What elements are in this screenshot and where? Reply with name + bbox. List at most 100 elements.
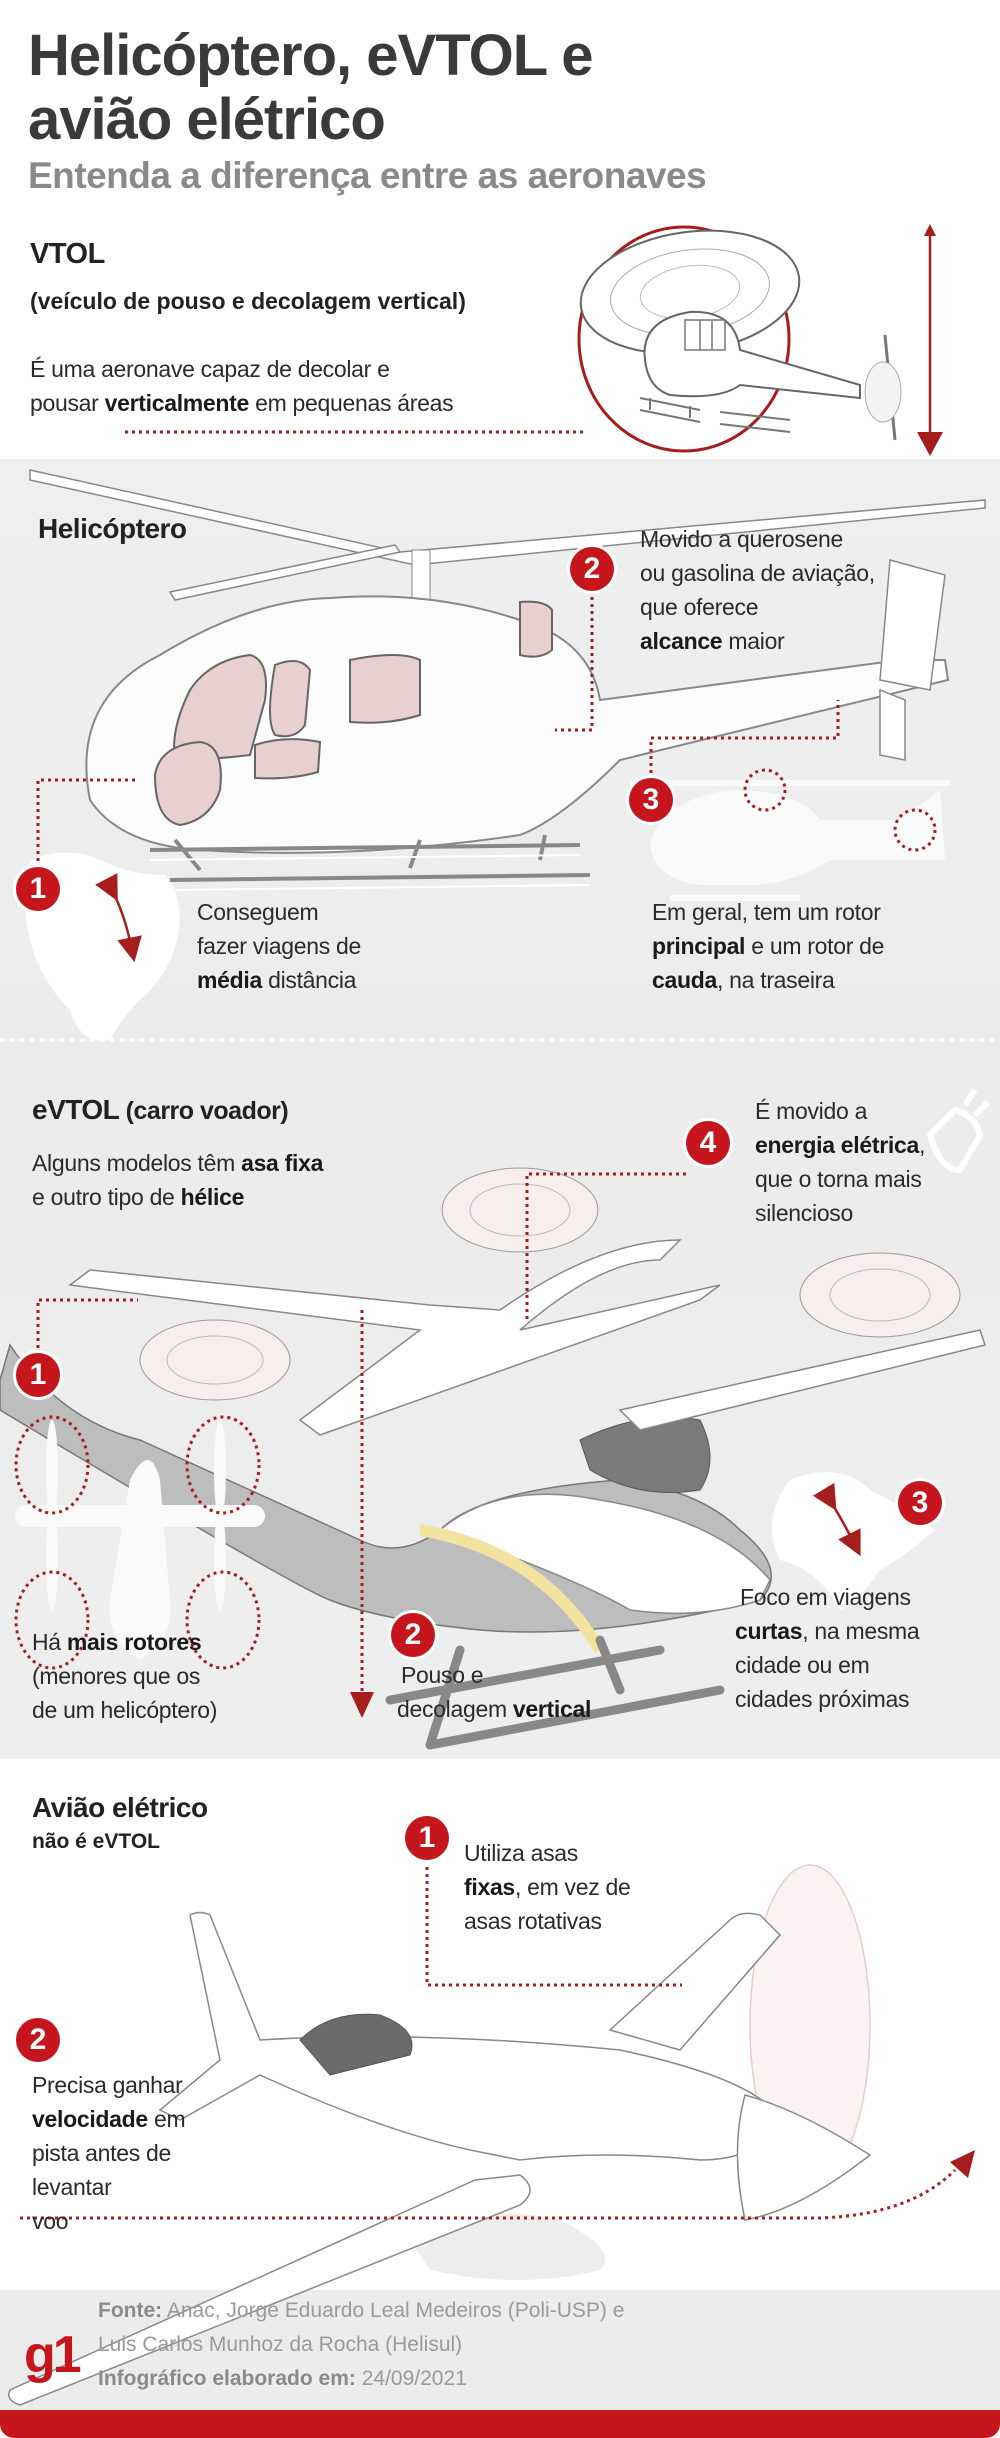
text: distância (261, 967, 357, 993)
note-line: (menores que os (32, 1663, 201, 1689)
vtol-heading: VTOL (30, 238, 105, 270)
evtol-heading: eVTOL (carro voador) (32, 1094, 289, 1126)
evtol-note-vertical: Pouso e decolagem vertical (397, 1658, 591, 1726)
note-line: decolagem vertical (397, 1692, 591, 1726)
helicopter-note-distance: Conseguem fazer viagens de média distânc… (197, 895, 361, 997)
note-line: Alguns modelos têm asa fixa (32, 1146, 323, 1180)
footer-credits: Fonte: Anac, Jorge Eduardo Leal Medeiros… (98, 2294, 624, 2396)
text-bold: fixas (464, 1874, 515, 1900)
text-bold: curtas (735, 1618, 803, 1644)
vtol-description: É uma aeronave capaz de decolar e pousar… (30, 352, 454, 420)
date-value: 24/09/2021 (355, 2367, 467, 2390)
note-line: média distância (197, 963, 361, 997)
brazil-map (25, 852, 180, 1041)
text: decolagem (397, 1696, 513, 1722)
helicopter-illustration (29, 469, 986, 891)
down-arrow-icon (350, 1692, 374, 1718)
note-line: energia elétrica, (755, 1128, 925, 1162)
text: em (147, 2106, 186, 2132)
note-line: Utiliza asas (464, 1840, 578, 1866)
text: e um rotor de (745, 933, 885, 959)
text-bold: vertical (512, 1696, 592, 1722)
text: em pequenas áreas (249, 390, 454, 416)
note-line: que oferece (640, 594, 759, 620)
evtol-note-short-trips: Foco em viagens curtas, na mesma cidade … (735, 1580, 920, 1716)
text-bold: mais rotores (66, 1629, 202, 1655)
vtol-desc-line: pousar verticalmente em pequenas áreas (30, 386, 454, 420)
badge-1: 1 (16, 1353, 60, 1397)
badge-3: 3 (629, 778, 673, 822)
sao-paulo-map (772, 1472, 935, 1610)
footer-red-bar (0, 2410, 1000, 2438)
note-line: levantar (32, 2174, 112, 2200)
plane-subheading: não é eVTOL (32, 1830, 160, 1853)
helicopter-callout-lines (36, 590, 937, 868)
vtol-subheading: (veículo de pouso e decolagem vertical) (30, 288, 466, 314)
g1-logo: g1 (24, 2326, 82, 2384)
text-bold: hélice (180, 1184, 245, 1210)
badge-2: 2 (16, 2018, 60, 2062)
badge-3: 3 (898, 1481, 942, 1525)
note-line: Em geral, tem um rotor (652, 899, 881, 925)
source-line: Luis Carlos Munhoz da Rocha (Helisul) (98, 2333, 463, 2356)
text-bold: alcance (640, 628, 723, 654)
text: , na traseira (716, 967, 835, 993)
helicopter-note-rotors: Em geral, tem um rotor principal e um ro… (652, 895, 884, 997)
plane-heading: Avião elétrico (32, 1792, 208, 1823)
electric-plane-illustration (8, 1864, 872, 2406)
note-line: Pouso e (401, 1662, 484, 1688)
note-line: Há mais rotores (32, 1625, 217, 1659)
text-bold: média (197, 967, 262, 993)
title-line-1: Helicóptero, eVTOL e (28, 23, 593, 88)
text-bold: principal (652, 933, 746, 959)
source-line: Fonte: Anac, Jorge Eduardo Leal Medeiros… (98, 2294, 624, 2328)
text-bold: energia elétrica (755, 1132, 919, 1158)
source-label: Fonte: (98, 2299, 163, 2322)
text-bold: eVTOL (32, 1094, 120, 1125)
note-line: cidade ou em (735, 1652, 870, 1678)
evtol-note-electric: É movido a energia elétrica, que o torna… (755, 1094, 925, 1230)
note-line: fazer viagens de (197, 933, 361, 959)
text: e outro tipo de (32, 1184, 181, 1210)
text: maior (722, 628, 785, 654)
evtol-note-rotors: Há mais rotores (menores que os de um he… (32, 1625, 217, 1727)
takeoff-arrow-icon (950, 2150, 975, 2178)
text-bold: asa fixa (241, 1150, 324, 1176)
plane-note-wings: Utiliza asas fixas, em vez de asas rotat… (464, 1836, 631, 1938)
helicopter-silhouette (630, 780, 950, 901)
page-subtitle: Entenda a diferença entre as aeronaves (28, 155, 707, 196)
note-line: velocidade em (32, 2102, 186, 2136)
note-line: ou gasolina de aviação, (640, 560, 875, 586)
text: Há (32, 1629, 67, 1655)
evtol-callout-lines (14, 1172, 686, 1695)
note-line: de um helicóptero) (32, 1697, 218, 1723)
note-line: pista antes de (32, 2140, 172, 2166)
note-line: Precisa ganhar (32, 2072, 183, 2098)
text: (carro voador) (119, 1097, 289, 1125)
plane-note-runway: Precisa ganhar velocidade em pista antes… (32, 2068, 186, 2238)
note-line: Foco em viagens (740, 1584, 911, 1610)
date-line: Infográfico elaborado em: 24/09/2021 (98, 2362, 624, 2396)
plug-icon (926, 1088, 991, 1174)
note-line: voo (32, 2208, 69, 2234)
title-line-2: avião elétrico (28, 87, 386, 152)
badge-4: 4 (686, 1121, 730, 1165)
note-line: Conseguem (197, 899, 319, 925)
page-title: Helicóptero, eVTOL e avião elétrico (28, 23, 593, 152)
text-bold: velocidade (32, 2106, 148, 2132)
note-line: Movido a querosene (640, 526, 844, 552)
note-line: silencioso (755, 1200, 853, 1226)
badge-1: 1 (16, 867, 60, 911)
vtol-helicopter-illustration (577, 225, 902, 453)
vertical-arrow (917, 224, 943, 456)
badge-2: 2 (570, 547, 614, 591)
plane-callout-lines (20, 1860, 957, 2220)
note-line: principal e um rotor de (652, 929, 884, 963)
note-line: que o torna mais (755, 1166, 922, 1192)
helicopter-note-fuel: Movido a querosene ou gasolina de aviaçã… (640, 522, 875, 658)
text: pousar (30, 390, 105, 416)
text: , na mesma (802, 1618, 920, 1644)
text: , em vez de (514, 1874, 631, 1900)
note-line: É movido a (755, 1098, 868, 1124)
